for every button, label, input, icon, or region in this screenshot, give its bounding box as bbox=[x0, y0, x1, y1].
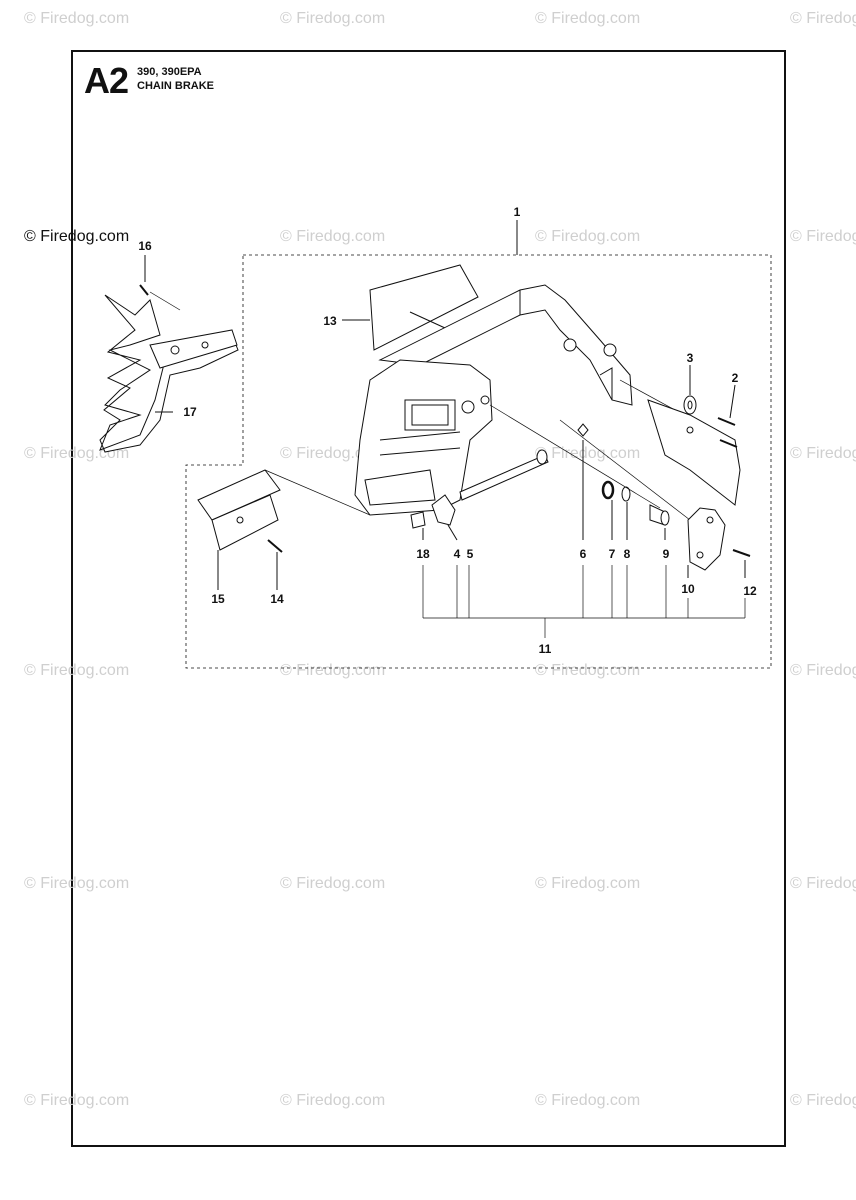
part-o-ring bbox=[601, 480, 615, 500]
callout-12: 12 bbox=[743, 584, 757, 598]
part-screw bbox=[267, 539, 283, 553]
watermark: © Firedog.com bbox=[790, 1092, 856, 1109]
part-guide-plate bbox=[211, 494, 279, 551]
part-spring-rod bbox=[459, 454, 549, 501]
part-guide-plate bbox=[197, 469, 281, 521]
watermark: © Firedog.com bbox=[790, 662, 856, 679]
diagram-code: A2 bbox=[84, 60, 129, 101]
callout-2: 2 bbox=[732, 371, 739, 385]
callout-13: 13 bbox=[323, 314, 337, 328]
callout-15: 15 bbox=[211, 592, 225, 606]
watermark: © Firedog.com bbox=[24, 662, 130, 679]
watermark: © Firedog.com bbox=[790, 228, 856, 245]
callout-11: 11 bbox=[539, 642, 552, 656]
callout-8: 8 bbox=[624, 547, 631, 561]
callout-7: 7 bbox=[609, 547, 616, 561]
watermark: © Firedog.com bbox=[24, 10, 130, 27]
callout-17: 17 bbox=[183, 405, 197, 419]
watermark: © Firedog.com bbox=[535, 228, 641, 245]
part-screw bbox=[139, 284, 149, 296]
page-frame bbox=[71, 50, 786, 1147]
model-numbers: 390, 390EPA bbox=[137, 66, 202, 78]
part-washer bbox=[621, 486, 631, 502]
watermark: © Firedog.com bbox=[790, 10, 856, 27]
part-spring bbox=[577, 423, 589, 437]
part-washer bbox=[683, 395, 697, 415]
watermark: © Firedog.com bbox=[280, 662, 386, 679]
callout-18: 18 bbox=[416, 547, 430, 561]
watermark: © Firedog.com bbox=[535, 445, 641, 462]
watermark: © Firedog.com bbox=[790, 875, 856, 892]
part-brake-plate bbox=[647, 399, 741, 506]
watermark: © Firedog.com bbox=[535, 10, 641, 27]
watermark: © Firedog.com bbox=[280, 228, 386, 245]
callout-4: 4 bbox=[454, 547, 461, 561]
watermark: © Firedog.com bbox=[24, 875, 130, 892]
watermark: © Firedog.com bbox=[535, 1092, 641, 1109]
callout-16: 16 bbox=[138, 239, 152, 253]
part-screw bbox=[732, 549, 751, 557]
callout-6: 6 bbox=[580, 547, 587, 561]
part-cover bbox=[687, 507, 726, 571]
diagram-title: CHAIN BRAKE bbox=[137, 80, 214, 92]
callout-9: 9 bbox=[663, 547, 670, 561]
part-decal bbox=[369, 264, 479, 351]
watermark: © Firedog.com bbox=[24, 1092, 130, 1109]
watermark: © Firedog.com bbox=[280, 10, 386, 27]
part-buffer bbox=[410, 511, 426, 529]
callout-1: 1 bbox=[514, 205, 521, 219]
callout-5: 5 bbox=[467, 547, 474, 561]
assembly-boundary bbox=[185, 254, 772, 669]
watermark: © Firedog.com bbox=[535, 662, 641, 679]
callout-14: 14 bbox=[270, 592, 284, 606]
part-bucking-spike bbox=[99, 294, 239, 453]
part-screw bbox=[717, 417, 736, 426]
watermark: © Firedog.com bbox=[280, 875, 386, 892]
callout-3: 3 bbox=[687, 351, 694, 365]
watermark: © Firedog.com bbox=[24, 228, 130, 245]
watermark: © Firedog.com bbox=[535, 875, 641, 892]
part-lever bbox=[431, 494, 456, 526]
callout-10: 10 bbox=[681, 582, 695, 596]
part-hand-guard bbox=[378, 284, 633, 406]
watermark: © Firedog.com bbox=[280, 1092, 386, 1109]
watermark: © Firedog.com bbox=[790, 445, 856, 462]
